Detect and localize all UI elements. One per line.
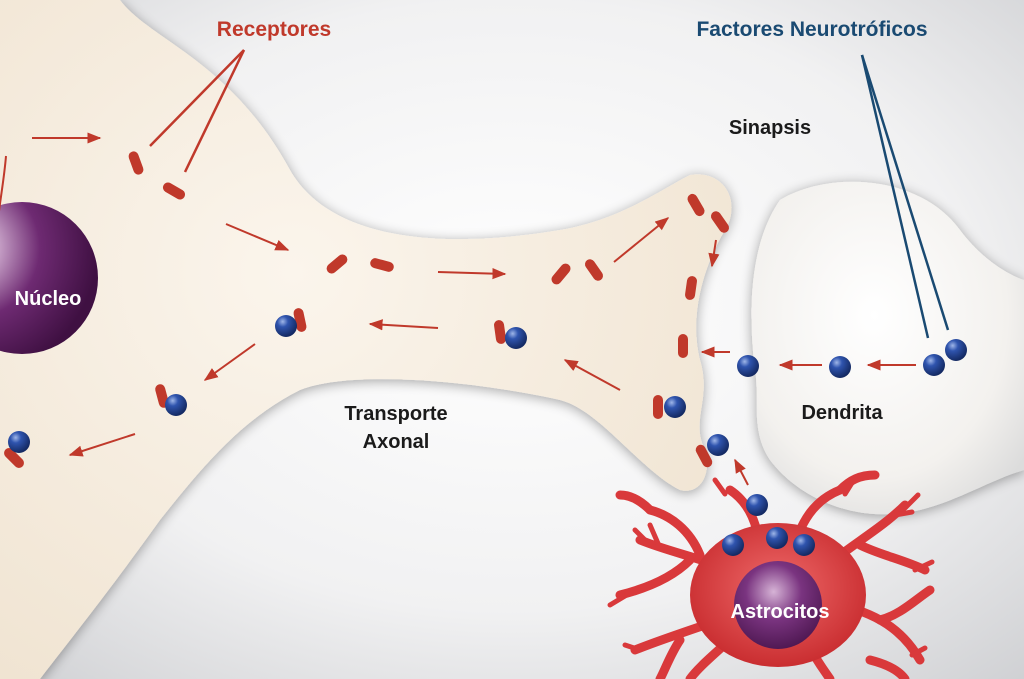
factores-pointer-lines <box>860 54 950 339</box>
label-transporte: Transporte <box>344 403 447 425</box>
label-sinapsis: Sinapsis <box>729 117 811 139</box>
label-axonal: Axonal <box>363 431 430 453</box>
label-nucleo: Núcleo <box>15 288 82 310</box>
neuron-body <box>0 0 732 679</box>
label-astrocitos: Astrocitos <box>731 601 830 623</box>
receptors <box>4 151 730 468</box>
label-dendrita: Dendrita <box>801 402 883 424</box>
astrocyte-nucleus <box>734 561 822 649</box>
transport-arrows <box>32 132 916 486</box>
dendrite-body <box>751 181 1024 515</box>
receptores-pointer-lines <box>149 49 246 173</box>
nucleus-rim-marker <box>0 155 7 212</box>
label-receptores: Receptores <box>217 18 331 41</box>
neurotrophic-factors <box>8 315 967 556</box>
label-factores-neurotroficos: Factores Neurotróficos <box>696 18 927 41</box>
nucleus <box>0 202 98 354</box>
